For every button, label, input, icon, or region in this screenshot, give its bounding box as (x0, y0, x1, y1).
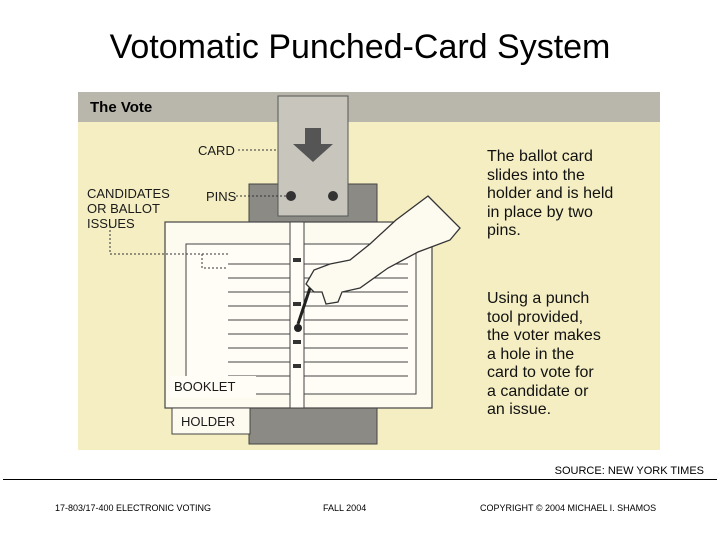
description-step2: Using a punch tool provided, the voter m… (487, 290, 601, 418)
source-credit: SOURCE: NEW YORK TIMES (554, 465, 704, 477)
arrow-down-icon (293, 128, 333, 162)
punch-holes (293, 258, 301, 368)
punch-strip (289, 221, 305, 409)
leader-lines (109, 149, 286, 269)
pin-right (328, 191, 338, 201)
footer-term: FALL 2004 (323, 503, 367, 513)
footer-course: 17-803/17-400 ELECTRONIC VOTING (55, 503, 212, 513)
label-candidates: CANDIDATES OR BALLOT ISSUES (87, 186, 170, 231)
label-booklet: BOOKLET (174, 379, 236, 394)
hand-with-stylus (294, 195, 461, 332)
votomatic-illustration (109, 95, 461, 445)
label-card: CARD (198, 143, 235, 158)
holder-label-bg (171, 407, 251, 435)
figure-header-bar: The Vote (78, 92, 660, 122)
pin-left (286, 191, 296, 201)
booklet-label-bg (170, 376, 256, 398)
description-step1: The ballot card slides into the holder a… (487, 148, 614, 239)
diagram-panel: The Vote (78, 92, 660, 450)
figure-header: The Vote (90, 99, 153, 116)
label-pins: PINS (206, 189, 237, 204)
footer-copyright: COPYRIGHT © 2004 MICHAEL I. SHAMOS (480, 503, 657, 513)
footer-rule (3, 479, 717, 480)
slide-title: Votomatic Punched-Card System (109, 28, 611, 66)
label-holder: HOLDER (181, 414, 236, 429)
